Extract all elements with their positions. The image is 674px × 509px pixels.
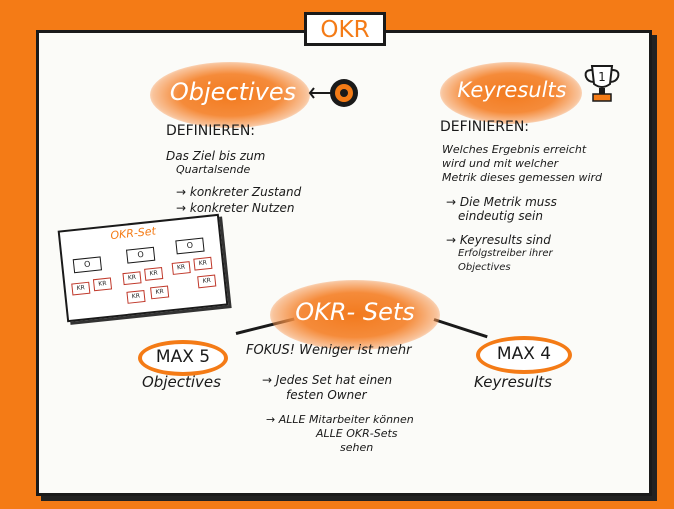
keyresult-box: KR	[150, 285, 170, 300]
keyresult-box: KR	[71, 281, 91, 296]
sets-bullet2b: ALLE OKR-Sets	[316, 427, 398, 440]
max-keyresults-oval	[476, 336, 572, 374]
objectives-define: DEFINIEREN:	[166, 123, 256, 139]
sets-bullet2a: → ALLE Mitarbeiter können	[266, 413, 414, 426]
okr-set-card-title: OKR-Set	[109, 224, 157, 243]
keyresults-line2: wird und mit welcher	[442, 157, 559, 170]
focus-text: FOKUS! Weniger ist mehr	[246, 343, 412, 358]
keyresult-box: KR	[197, 274, 217, 289]
objectives-bullet2: → konkreter Nutzen	[176, 201, 295, 215]
keyresult-box: KR	[171, 261, 191, 275]
okr-sets-highlight	[270, 280, 440, 350]
objectives-highlight	[150, 62, 310, 128]
keyresult-box: KR	[126, 289, 146, 304]
keyresult-box: KR	[92, 277, 113, 292]
objective-box: O	[175, 237, 205, 255]
objective-box: O	[125, 246, 156, 264]
max-keyresults-label: MAX 4	[496, 344, 552, 364]
keyresults-line3: Metrik dieses gemessen wird	[442, 171, 603, 184]
title-box: OKR	[304, 12, 386, 46]
objectives-line2: Quartalsende	[176, 163, 251, 176]
trophy-number: 1	[598, 70, 606, 84]
okr-sets-heading: OKR- Sets	[295, 298, 415, 326]
keyresult-box: KR	[144, 267, 164, 281]
keyresults-label: Keyresults	[474, 373, 552, 391]
keyresults-bullet2b: Erfolgstreiber ihrer	[458, 248, 553, 259]
sets-bullet1b: festen Owner	[286, 388, 367, 402]
sets-bullet2c: sehen	[340, 441, 374, 454]
keyresults-bullet1a: → Die Metrik muss	[446, 195, 557, 209]
keyresults-highlight	[440, 62, 582, 124]
keyresult-box: KR	[193, 256, 213, 271]
keyresults-bullet1b: eindeutig sein	[458, 209, 543, 223]
trophy-icon: 1	[584, 65, 620, 102]
keyresults-heading: Keyresults	[457, 78, 567, 102]
objectives-line1: Das Ziel bis zum	[166, 149, 266, 163]
max-objectives-label: MAX 5	[155, 347, 211, 367]
objectives-bullet1: → konkreter Zustand	[176, 185, 302, 199]
keyresult-box: KR	[122, 271, 142, 286]
page-title: OKR	[320, 17, 370, 43]
objective-box: O	[72, 256, 103, 274]
objectives-label: Objectives	[142, 373, 221, 391]
objectives-heading: Objectives	[169, 78, 297, 106]
target-icon	[308, 79, 358, 107]
okr-set-card: OKR-Set O O O KR KR KR KR KR KR KR KR KR	[57, 213, 229, 323]
keyresults-bullet2c: Objectives	[458, 262, 511, 273]
sets-bullet1a: → Jedes Set hat einen	[262, 373, 393, 387]
max-objectives-oval	[138, 340, 228, 376]
keyresults-line1: Welches Ergebnis erreicht	[442, 143, 587, 156]
keyresults-bullet2a: → Keyresults sind	[446, 233, 551, 247]
keyresults-define: DEFINIEREN:	[440, 119, 530, 135]
